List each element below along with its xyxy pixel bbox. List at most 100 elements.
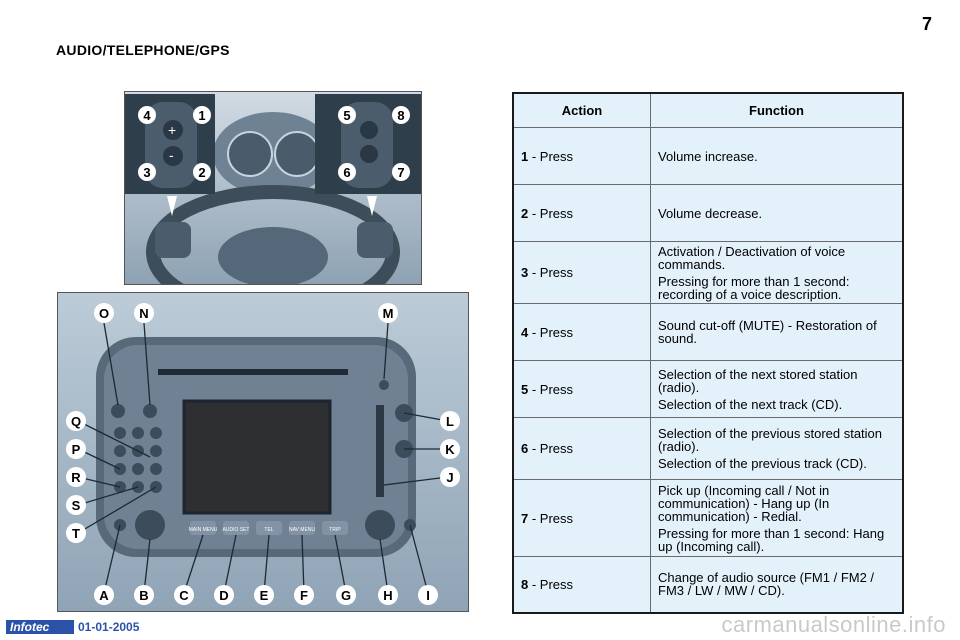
svg-text:G: G — [341, 588, 351, 603]
svg-text:8: 8 — [397, 108, 404, 123]
audio-callout-P: P — [66, 439, 86, 459]
action-text: - Press — [528, 441, 574, 456]
svg-text:+: + — [168, 122, 176, 138]
action-cell: 6 - Press — [513, 417, 651, 480]
action-text: - Press — [528, 510, 574, 526]
audio-callout-H: H — [378, 585, 398, 605]
control-number: 7 — [521, 510, 529, 526]
svg-text:-: - — [169, 147, 174, 163]
svg-text:4: 4 — [143, 108, 151, 123]
function-text: Pressing for more than 1 second: recordi… — [658, 273, 850, 302]
svg-text:5: 5 — [343, 108, 350, 123]
function-cell: Change of audio source (FM1 / FM2 / FM3 … — [651, 557, 904, 613]
svg-text:Q: Q — [71, 414, 81, 429]
action-cell: 3 - Press — [513, 241, 651, 304]
audio-callout-I: I — [418, 585, 438, 605]
audio-callout-J: J — [440, 467, 460, 487]
table-row: 1 - Press Volume increase. — [513, 127, 903, 185]
table-row: 6 - Press Selection of the previous stor… — [513, 417, 903, 480]
function-cell: Selection of the next stored station (ra… — [650, 360, 903, 418]
table-row: 3 - Press Activation / Deactivation of v… — [513, 241, 903, 304]
steering-callout-8: 8 — [392, 106, 410, 124]
action-text: - Press — [528, 265, 574, 280]
function-text: Selection of the previous stored station… — [658, 426, 883, 454]
audio-callout-Q: Q — [66, 411, 86, 431]
control-number: 5 — [521, 381, 529, 397]
action-cell: 1 - Press — [513, 127, 651, 185]
audio-callout-L: L — [440, 411, 460, 431]
audio-callout-N: N — [134, 303, 154, 323]
footer-date: 01-01-2005 — [78, 620, 140, 634]
function-text: Sound cut-off (MUTE) - Restoration of so… — [658, 318, 877, 346]
infotec-logo: Infotec — [6, 620, 74, 634]
audio-callout-S: S — [66, 495, 86, 515]
action-cell: 5 - Press — [513, 360, 651, 418]
svg-text:C: C — [179, 588, 189, 603]
function-cell: Volume decrease. — [650, 184, 903, 242]
svg-text:I: I — [426, 588, 430, 603]
steering-callout-1: 1 — [193, 106, 211, 124]
function-cell: Sound cut-off (MUTE) - Restoration of so… — [650, 303, 903, 361]
audio-callout-K: K — [440, 439, 460, 459]
svg-text:F: F — [300, 588, 308, 603]
svg-text:H: H — [383, 588, 392, 603]
section-title: AUDIO/TELEPHONE/GPS — [56, 42, 230, 58]
table-row: 8 - Press Change of audio source (FM1 / … — [513, 556, 904, 613]
svg-text:7: 7 — [397, 165, 404, 180]
svg-text:TRIP: TRIP — [329, 527, 341, 533]
audio-callout-A: A — [94, 585, 114, 605]
table-row: 2 - Press Volume decrease. — [513, 184, 903, 242]
function-text: Pick up (Incoming call / Not in communic… — [658, 482, 830, 524]
audio-callout-R: R — [66, 467, 86, 487]
audio-callout-M: M — [378, 303, 398, 323]
action-text: - Press — [528, 324, 574, 340]
table-row: 7 - Press Pick up (Incoming call / Not i… — [513, 479, 903, 557]
svg-text:K: K — [445, 442, 455, 457]
function-cell: Activation / Deactivation of voice comma… — [650, 241, 903, 304]
audio-callout-O: O — [94, 303, 114, 323]
svg-text:B: B — [139, 588, 148, 603]
header-action: Action — [513, 93, 651, 128]
svg-text:R: R — [71, 470, 81, 485]
svg-text:L: L — [446, 414, 454, 429]
svg-text:TEL: TEL — [264, 527, 273, 533]
svg-text:6: 6 — [343, 165, 350, 180]
function-text: Activation / Deactivation of voice comma… — [658, 243, 846, 272]
svg-text:P: P — [72, 442, 81, 457]
steering-callout-4: 4 — [138, 106, 156, 124]
steering-callout-7: 7 — [392, 163, 410, 181]
header-function: Function — [650, 93, 903, 128]
svg-text:3: 3 — [143, 165, 150, 180]
svg-text:A: A — [99, 588, 109, 603]
control-number: 1 — [521, 148, 529, 164]
svg-text:T: T — [72, 526, 80, 541]
svg-text:E: E — [260, 588, 269, 603]
svg-text:N: N — [139, 306, 148, 321]
audio-callout-C: C — [174, 585, 194, 605]
action-text: - Press — [528, 205, 574, 221]
svg-text:2: 2 — [198, 165, 205, 180]
function-text: Volume decrease. — [658, 205, 763, 221]
control-number: 3 — [521, 265, 529, 280]
steering-callout-3: 3 — [138, 163, 156, 181]
action-cell: 2 - Press — [513, 184, 651, 242]
steering-callout-5: 5 — [338, 106, 356, 124]
audio-callout-G: G — [336, 585, 356, 605]
steering-callout-2: 2 — [193, 163, 211, 181]
function-text: Selection of the next track (CD). — [658, 396, 843, 412]
watermark: carmanualsonline.info — [721, 612, 946, 637]
audio-callout-F: F — [294, 585, 314, 605]
function-text: Selection of the next stored station (ra… — [658, 366, 858, 395]
action-cell: 4 - Press — [513, 303, 651, 361]
action-text: - Press — [528, 576, 574, 592]
action-text: - Press — [528, 148, 574, 164]
page-number: 7 — [922, 14, 933, 34]
function-text: Change of audio source (FM1 / FM2 / FM3 … — [658, 570, 875, 599]
svg-text:AUDIO SET: AUDIO SET — [223, 527, 250, 533]
audio-callout-B: B — [134, 585, 154, 605]
audio-callout-D: D — [214, 585, 234, 605]
svg-text:D: D — [219, 588, 228, 603]
steering-wheel-photo: + - 4 1 3 2 5 8 6 7 — [124, 91, 422, 285]
svg-text:M: M — [383, 306, 394, 321]
function-cell: Selection of the previous stored station… — [650, 417, 903, 480]
